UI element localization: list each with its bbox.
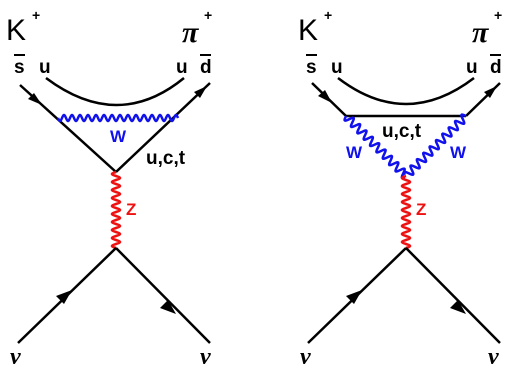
neutrino-right-label: ν — [200, 344, 211, 370]
anti-strange-quark-label: s — [306, 57, 317, 78]
fermion-arrow-out — [484, 86, 497, 98]
neutrino-right-line — [115, 247, 211, 344]
w-boson-line-right — [402, 113, 467, 176]
spectator-quark-line — [45, 76, 185, 107]
fermion-arrow-in — [28, 93, 42, 105]
pi-plus-charge: + — [204, 7, 212, 23]
k-plus-label: K — [298, 14, 318, 47]
neutrino-left-label: ν — [10, 344, 21, 370]
anti-strange-quark-label: s — [14, 57, 25, 78]
spectator-up-quark-left-label: u — [331, 57, 343, 78]
pi-plus-charge: + — [494, 7, 502, 23]
loop-quark-flavors-label: u,c,t — [382, 121, 422, 142]
z-boson-line — [110, 170, 122, 250]
neutrino-right-line — [405, 247, 501, 344]
outgoing-anti-down-line — [115, 82, 211, 173]
diagram-penguin-ww-triangle: K + π + s u u d u,c,t W W Z ν ν — [298, 7, 502, 370]
neutrino-left-label: ν — [300, 344, 311, 370]
w-boson-line-left — [343, 115, 406, 180]
neutrino-arrow-right — [450, 300, 466, 314]
fermion-arrow-in — [318, 90, 332, 103]
k-plus-charge: + — [324, 7, 332, 23]
spectator-up-quark-right-label: u — [176, 57, 188, 78]
spectator-up-quark-right-label: u — [466, 57, 478, 78]
neutrino-arrow-left — [346, 290, 362, 304]
diagram-penguin-w-exchange: K + π + s u u d W u,c,t Z ν ν — [6, 7, 212, 370]
k-plus-label: K — [6, 14, 26, 47]
anti-down-quark-label: d — [200, 57, 212, 78]
anti-down-quark-label: d — [490, 57, 502, 78]
neutrino-arrow-right — [160, 300, 176, 314]
w-boson-label-left: W — [346, 143, 363, 162]
z-boson-label: Z — [416, 200, 426, 219]
w-boson-label-right: W — [450, 143, 467, 162]
fermion-arrow-out — [194, 86, 207, 98]
neutrino-right-label: ν — [488, 344, 499, 370]
neutrino-arrow-left — [56, 290, 72, 304]
loop-quark-flavors-label: u,c,t — [146, 148, 186, 169]
k-plus-charge: + — [32, 7, 40, 23]
spectator-up-quark-left-label: u — [39, 57, 51, 78]
w-boson-line — [56, 113, 180, 123]
pi-plus-label: π — [182, 16, 199, 49]
pi-plus-label: π — [472, 16, 489, 49]
spectator-quark-line — [337, 77, 475, 106]
z-boson-label: Z — [126, 200, 136, 219]
z-boson-line — [400, 174, 412, 250]
w-boson-label: W — [110, 127, 127, 146]
